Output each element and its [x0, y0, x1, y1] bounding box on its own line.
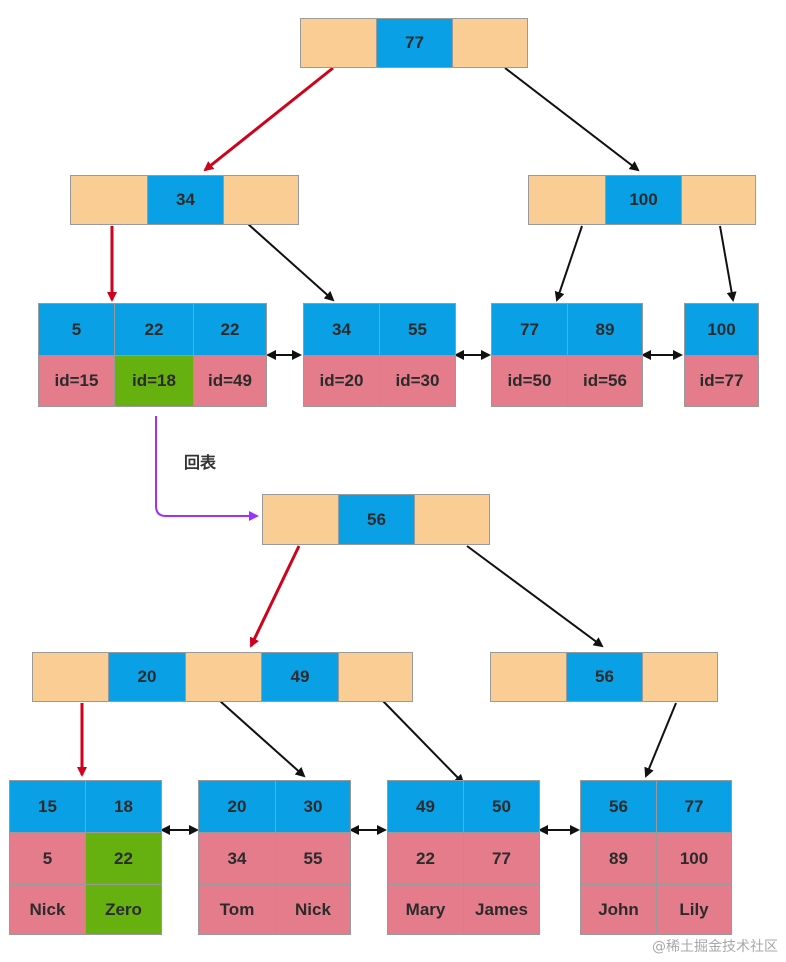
key-cell: 34: [303, 303, 380, 356]
key-cell: 77: [491, 303, 568, 356]
value-cell: id=15: [38, 355, 115, 407]
name-cell: Mary: [387, 884, 464, 935]
key-cell: 55: [379, 303, 456, 356]
name-cell-highlighted: Zero: [85, 884, 162, 935]
key-cell: 49: [387, 780, 464, 833]
key-cell: 50: [463, 780, 540, 833]
edge-root-to-34: [203, 66, 334, 172]
key-cell: 22: [114, 303, 194, 356]
key-cell: 22: [193, 303, 267, 356]
key-cell: 20: [108, 652, 186, 702]
pointer-cell: [70, 175, 148, 225]
value-cell: id=77: [684, 355, 759, 407]
pointer-cell: [185, 652, 262, 702]
pointer-cell: [262, 494, 339, 545]
lookup-label: 回表: [184, 453, 217, 472]
watermark: @稀土掘金技术社区: [652, 939, 778, 955]
key-cell: 100: [605, 175, 682, 225]
lookup-arrow: [155, 416, 259, 521]
pointer-cell: [414, 494, 490, 545]
edge-100-to-leaf3: [554, 225, 583, 302]
pointer-cell: [223, 175, 299, 225]
edge-root-to-100: [504, 67, 640, 172]
key-cell: 34: [147, 175, 224, 225]
value-cell: 5: [9, 832, 86, 885]
value-cell: id=20: [303, 355, 380, 407]
key-cell: 49: [261, 652, 339, 702]
pointer-cell: [490, 652, 567, 702]
name-cell: Lily: [656, 884, 732, 935]
edge-100-to-leaf4: [719, 225, 737, 302]
name-cell: Nick: [9, 884, 86, 935]
name-cell: Tom: [198, 884, 276, 935]
edge-croot-to-right: [466, 545, 604, 648]
edge-right-to-leaf4: [644, 702, 677, 778]
pointer-cell: [32, 652, 109, 702]
pointer-cell: [642, 652, 718, 702]
value-cell-highlighted: id=18: [114, 355, 194, 407]
value-cell: 100: [656, 832, 732, 885]
edge-34-to-leaf2: [247, 223, 335, 302]
pointer-cell: [300, 18, 377, 68]
edge-left-to-leaf2: [219, 700, 306, 778]
key-cell: 77: [376, 18, 453, 68]
edge-left-to-leaf3: [382, 700, 465, 785]
value-cell: id=50: [491, 355, 568, 407]
value-cell: id=49: [193, 355, 267, 407]
key-cell: 77: [656, 780, 732, 833]
key-cell: 20: [198, 780, 276, 833]
value-cell: 34: [198, 832, 276, 885]
edge-croot-to-left: [249, 545, 301, 648]
value-cell: 89: [580, 832, 657, 885]
value-cell: 77: [463, 832, 540, 885]
value-cell: id=56: [567, 355, 643, 407]
value-cell-highlighted: 22: [85, 832, 162, 885]
key-cell: 18: [85, 780, 162, 833]
pointer-cell: [528, 175, 606, 225]
pointer-cell: [681, 175, 756, 225]
value-cell: id=30: [379, 355, 456, 407]
key-cell: 56: [580, 780, 657, 833]
name-cell: John: [580, 884, 657, 935]
key-cell: 30: [275, 780, 351, 833]
key-cell: 5: [38, 303, 115, 356]
pointer-cell: [452, 18, 528, 68]
value-cell: 22: [387, 832, 464, 885]
key-cell: 89: [567, 303, 643, 356]
key-cell: 56: [338, 494, 415, 545]
name-cell: James: [463, 884, 540, 935]
pointer-cell: [338, 652, 413, 702]
key-cell: 56: [566, 652, 643, 702]
key-cell: 100: [684, 303, 759, 356]
key-cell: 15: [9, 780, 86, 833]
value-cell: 55: [275, 832, 351, 885]
name-cell: Nick: [275, 884, 351, 935]
